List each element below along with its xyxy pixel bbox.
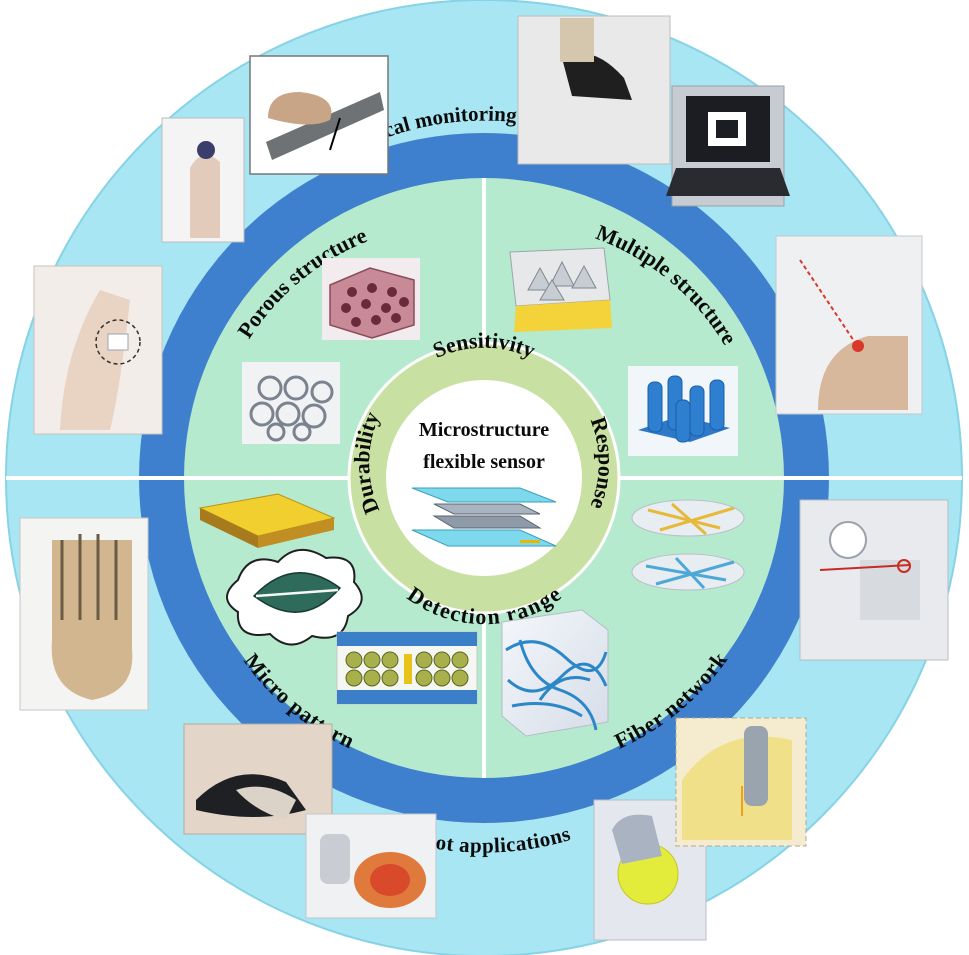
porous-lattice-image	[322, 258, 420, 340]
laptop-display-photo	[666, 85, 790, 207]
leaf-cloud-image	[226, 549, 363, 646]
finger-pressure-inset-photo	[249, 55, 389, 175]
center-disc	[386, 380, 582, 576]
finger-tennis-ball-photo	[675, 717, 807, 847]
robot-hand-sensor-photo	[305, 813, 437, 919]
fiber-cube-image	[501, 609, 609, 737]
micro-pyramid-pattern-image	[198, 493, 336, 548]
fingertip-sensor-photo	[161, 117, 245, 243]
blue-pillar-image	[628, 366, 738, 456]
sphere-array-image	[336, 631, 478, 705]
pyramid-structure-image	[509, 247, 612, 332]
robotic-hand-photo	[19, 517, 149, 711]
humanoid-robot-photo	[799, 499, 949, 661]
wrist-sensor-photo	[33, 265, 163, 435]
center-title-line1: Microstructure	[419, 419, 549, 441]
fiber-disc-image	[631, 499, 745, 591]
center-title-line2: flexible sensor	[423, 451, 545, 473]
sensor-stack-icon	[411, 487, 557, 547]
foot-pressure-mat-photo	[517, 15, 671, 165]
gray-lattice-image	[242, 362, 340, 444]
elbow-sensor-photo	[775, 235, 923, 415]
